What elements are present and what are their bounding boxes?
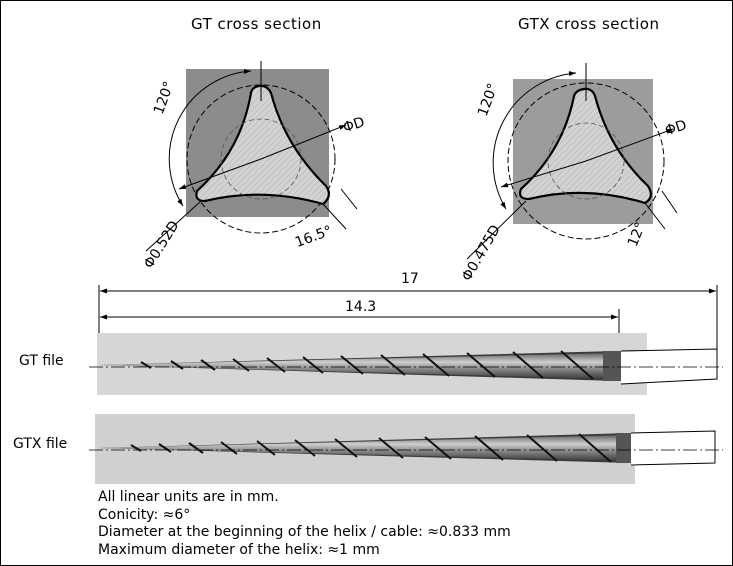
gt-outer-circle (186, 84, 336, 234)
notes-block: All linear units are in mm. Conicity: ≈6… (98, 489, 511, 559)
note-line: Diameter at the beginning of the helix /… (98, 524, 511, 540)
helix-length-value: 14.3 (345, 299, 377, 315)
note-line: Maximum diameter of the helix: ≈1 mm (98, 541, 380, 558)
total-length-value: 17 (401, 271, 419, 287)
note-line: Conicity: ≈6° (98, 506, 191, 523)
note-line: All linear units are in mm. (98, 489, 279, 505)
gtx-section-title: GTX cross section (518, 15, 660, 33)
gt-cross-section (145, 61, 358, 252)
gtx-cross-section (466, 63, 678, 260)
gt-file-image (89, 333, 723, 395)
gt-file-label: GT file (19, 353, 64, 369)
gtx-file-label: GTX file (13, 436, 68, 452)
gtx-file-image (89, 414, 723, 484)
gt-section-title: GT cross section (191, 15, 322, 33)
